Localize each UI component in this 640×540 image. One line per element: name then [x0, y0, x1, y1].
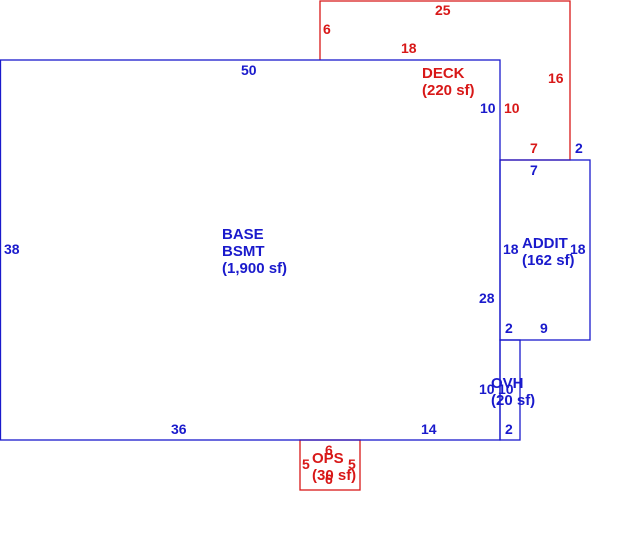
base-name-line1: BASE: [222, 226, 264, 243]
dim-deck-right: 16: [548, 70, 564, 86]
dim-deck-step: 7: [530, 140, 538, 156]
ops-name: OPS: [312, 450, 344, 467]
dim-addit-bottom-right: 9: [540, 320, 548, 336]
dim-base-bottom-right: 14: [421, 421, 437, 437]
dim-addit-left: 18: [503, 241, 519, 257]
dim-ops-bottom: 6: [325, 471, 333, 487]
ops-area: (30 sf): [312, 467, 356, 484]
deck-name: DECK: [422, 65, 465, 82]
dim-ops-right: 5: [348, 456, 356, 472]
dim-ops-top: 6: [325, 442, 333, 458]
ovh-name: OVH: [491, 375, 524, 392]
dim-base-right-upper: 10: [480, 100, 496, 116]
dim-ops-left: 5: [302, 456, 310, 472]
dim-addit-top-right: 2: [575, 140, 583, 156]
dim-ovh-left: 10: [479, 381, 495, 397]
dim-deck-left: 6: [323, 21, 331, 37]
dim-deck-bottom: 18: [401, 40, 417, 56]
dim-addit-bottom-left: 2: [505, 320, 513, 336]
ovh-area: (20 sf): [491, 392, 535, 409]
addit-area: (162 sf): [522, 252, 575, 269]
dim-addit-top-left: 7: [530, 162, 538, 178]
dim-ovh-right: 10: [498, 381, 514, 397]
dim-addit-right: 18: [570, 241, 586, 257]
base-outline: [0, 59, 501, 441]
dim-base-top: 50: [241, 62, 257, 78]
base-name-line2: BSMT: [222, 243, 265, 260]
dim-ovh-bottom: 2: [505, 421, 513, 437]
addit-name: ADDIT: [522, 235, 568, 252]
dim-base-bottom-left: 36: [171, 421, 187, 437]
base-area: (1,900 sf): [222, 260, 287, 277]
dim-deck-top: 25: [435, 2, 451, 18]
deck-area: (220 sf): [422, 82, 475, 99]
dim-base-left: 38: [4, 241, 20, 257]
dim-base-right-lower: 28: [479, 290, 495, 306]
dim-deck-inner: 10: [504, 100, 520, 116]
